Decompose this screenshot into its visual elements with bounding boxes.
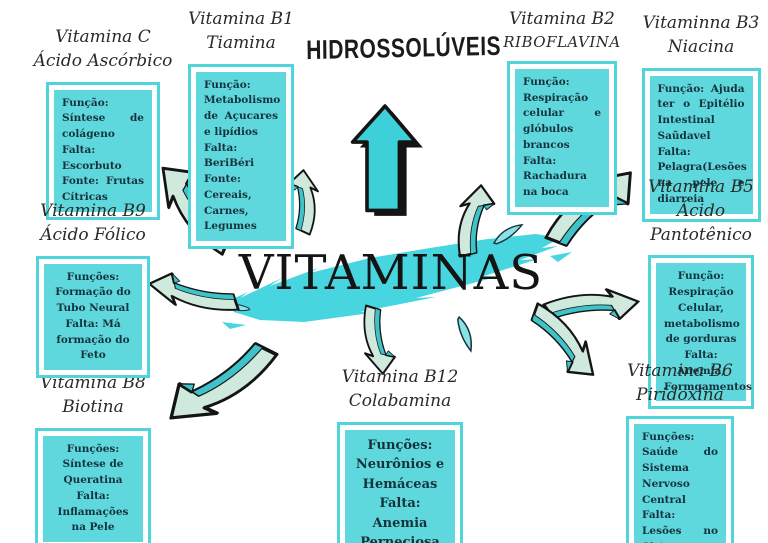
node-box: Função: Síntese de colágeno Falta: Escor… xyxy=(46,81,160,220)
node-title-line2: RIBOFLAVINA xyxy=(503,32,621,51)
node-box: Funções: Neurônios e Hemáceas Falta: Ane… xyxy=(337,421,463,543)
node-body-line: Falta: Lesões no Sistema Nervoso Central xyxy=(642,509,718,543)
node-box: Função: Respiração celular e glóbulos br… xyxy=(507,60,617,215)
node-vitamina-b12: Vitamina B12 Colabamina Funções: Neurôni… xyxy=(326,366,474,543)
node-title-line2: Tiamina xyxy=(206,32,276,53)
node-box: Função: Respiração Celular, metabolismo … xyxy=(648,255,754,410)
node-body-line: Formação do Tubo Neural xyxy=(55,286,131,315)
node-body-line: Fonte: Cereais, Carnes, Legumes xyxy=(204,173,257,233)
node-body-line: Funções: xyxy=(367,437,433,453)
node-title-line1: Vitamina B2 xyxy=(509,9,615,29)
node-box: Função: Ajuda ter o Epitélio Intestinal … xyxy=(641,67,761,222)
node-title-line1: Vitamina B9 xyxy=(40,201,146,221)
node-body-line: Funções: Síntese de Queratina xyxy=(62,442,124,487)
node-vitamina-b3: Vitaminna B3 Niacina Função: Ajuda ter o… xyxy=(638,12,764,222)
node-title: Vitaminna B3 Niacina xyxy=(638,12,764,60)
node-body-line: Função: Metabolismo de Açucares e lipídi… xyxy=(204,78,281,138)
node-body-line: Função: Síntese de colágeno xyxy=(62,96,144,141)
node-body-line: Funções: Saúde do Sistema Nervoso Centra… xyxy=(642,430,718,506)
node-body-line: Falta: Anemia, Formgamentos xyxy=(664,349,752,393)
node-body-line: Pelagra(Lesões na pele e diarreia xyxy=(657,161,747,205)
node-title: Vitamina B5 Ácido Pantotênico xyxy=(636,176,766,247)
node-box: Funções: Síntese de Queratina Falta: Inf… xyxy=(35,427,151,543)
node-vitamina-b6: Vitamina B6 Piridoxina Funções: Saúde do… xyxy=(616,360,744,543)
node-title: Vitamina B2 RIBOFLAVINA xyxy=(500,8,624,53)
node-title: Vitamina B9 Ácido Fólico xyxy=(16,200,170,248)
node-body-line: Falta: BeriBéri xyxy=(204,141,255,170)
node-title-line1: Vitamina B5 xyxy=(648,177,754,197)
node-title-line2: Ácido Fólico xyxy=(40,224,146,245)
node-vitamina-b2: Vitamina B2 RIBOFLAVINA Função: Respiraç… xyxy=(500,8,624,215)
page-title: VITAMINAS xyxy=(238,245,544,301)
node-body-line: Função: Respiração Celular, metabolismo … xyxy=(664,270,740,346)
node-body-line: Falta: Má formação do Feto xyxy=(56,317,130,362)
node-box: Funções: Saúde do Sistema Nervoso Centra… xyxy=(626,415,734,543)
node-title-line2: Ácido Pantotênico xyxy=(650,200,752,245)
node-vitamina-b9: Vitamina B9 Ácido Fólico Funções: Formaç… xyxy=(16,200,170,379)
block-arrow-up-icon xyxy=(350,104,423,216)
node-title-line1: Vitamina B6 xyxy=(627,361,733,381)
leaf-splash-icon xyxy=(492,223,524,245)
node-title-line1: Vitaminna B3 xyxy=(642,13,760,33)
node-title: Vitamina B6 Piridoxina xyxy=(616,360,744,408)
node-body-line: Funções: xyxy=(66,270,120,283)
node-box: Função: Metabolismo de Açucares e lipídi… xyxy=(188,63,294,250)
node-title: Vitamina B8 Biotina xyxy=(22,372,164,420)
node-body-line: Falta: Escorbuto xyxy=(62,143,122,172)
node-body-line: Falta: Anemia Perneciosa xyxy=(360,496,440,543)
node-vitamina-b8: Vitamina B8 Biotina Funções: Síntese de … xyxy=(22,372,164,543)
node-body-line: Falta: Rachadura na boca xyxy=(523,154,587,199)
leaf-splash-icon xyxy=(457,315,473,353)
node-title-line1: Vitamina C xyxy=(55,27,151,47)
node-vitamina-b1: Vitamina B1 Tiamina Função: Metabolismo … xyxy=(180,8,302,250)
node-body-line: Fonte: Frutas Cítricas xyxy=(62,175,144,204)
subtitle-hidrossoluveis: HIDROSSOLÚVEIS xyxy=(306,31,502,66)
node-box: Funções: Formação do Tubo Neural Falta: … xyxy=(36,255,150,379)
node-title-line2: Piridoxina xyxy=(636,384,724,405)
node-title: Vitamina C Ácido Ascórbico xyxy=(25,26,181,74)
node-title: Vitamina B1 Tiamina xyxy=(180,8,302,56)
node-body-line: Função: Respiração celular e glóbulos br… xyxy=(523,75,601,151)
paint-brush-splash xyxy=(222,234,572,329)
node-title: Vitamina B12 Colabamina xyxy=(326,366,474,414)
node-body-line: Função: Ajuda ter o Epitélio Intestinal … xyxy=(657,82,745,142)
node-title-line2: Biotina xyxy=(62,396,124,417)
node-body-line: Inflamações na Pele xyxy=(57,505,129,534)
node-title-line2: Colabamina xyxy=(348,390,452,411)
node-body-line: Falta: xyxy=(657,145,691,158)
node-title-line1: Vitamina B12 xyxy=(341,367,459,387)
node-title-line2: Ácido Ascórbico xyxy=(33,50,173,71)
node-title-line2: Niacina xyxy=(667,36,735,57)
node-body-line: Neurônios e Hemáceas xyxy=(355,457,445,492)
node-body-line: Falta: xyxy=(76,489,110,502)
node-vitamina-b5: Vitamina B5 Ácido Pantotênico Função: Re… xyxy=(636,176,766,410)
node-vitamina-c: Vitamina C Ácido Ascórbico Função: Sínte… xyxy=(25,26,181,220)
node-title-line1: Vitamina B1 xyxy=(188,9,294,29)
